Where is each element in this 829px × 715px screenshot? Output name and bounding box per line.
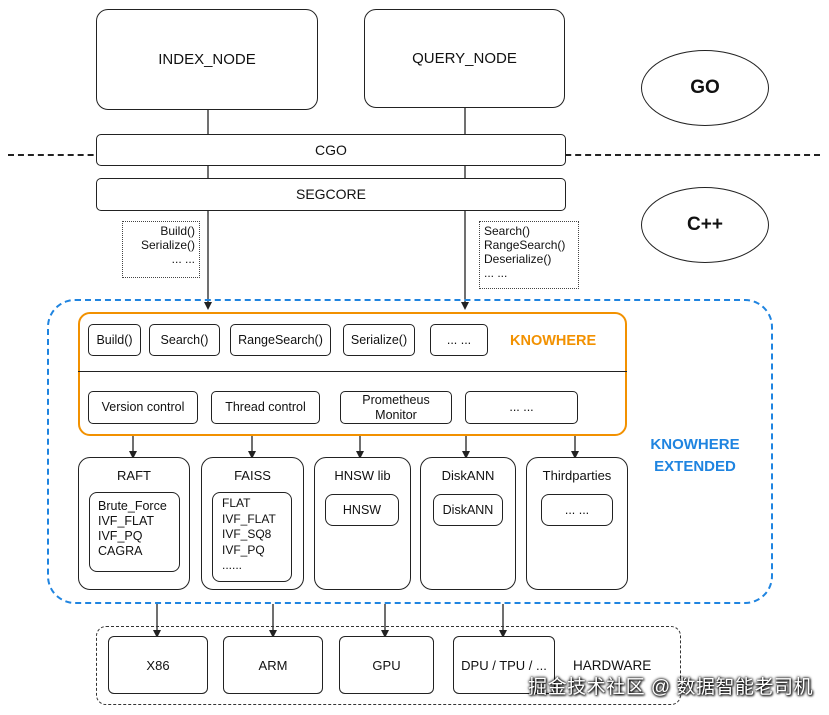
query-node-label: QUERY_NODE — [412, 49, 517, 67]
note-item: ... ... — [171, 252, 195, 266]
library-item: Brute_Force — [98, 499, 167, 513]
hardware-dpu-tpu: DPU / TPU / ... — [453, 636, 555, 694]
api-search: Search() — [149, 324, 220, 356]
service-prometheus-monitor: Prometheus Monitor — [340, 391, 452, 424]
library-raft-items: Brute_Force IVF_FLAT IVF_PQ CAGRA — [89, 492, 180, 572]
api-search-label: Search() — [160, 332, 209, 347]
index-node: INDEX_NODE — [96, 9, 318, 110]
api-more-label: ... ... — [446, 332, 472, 347]
api-serialize-label: Serialize() — [350, 332, 408, 347]
cpp-label: C++ — [687, 214, 723, 235]
cgo-label: CGO — [315, 141, 347, 158]
cpp-language-ellipse: C++ — [641, 187, 769, 263]
api-range-search-label: RangeSearch() — [238, 332, 323, 347]
knowhere-extended-label: KNOWHERE EXTENDED — [636, 434, 754, 478]
library-item: IVF_PQ — [98, 529, 143, 543]
library-hnswlib-title: HNSW lib — [334, 468, 391, 483]
library-item: ...... — [222, 558, 243, 572]
library-item: HNSW — [342, 502, 382, 517]
hardware-gpu: GPU — [339, 636, 434, 694]
index-calls-note: Build() Serialize() ... ... — [122, 221, 200, 278]
service-version-control: Version control — [88, 391, 198, 424]
library-faiss-items: FLAT IVF_FLAT IVF_SQ8 IVF_PQ ...... — [212, 492, 292, 582]
segcore-label: SEGCORE — [295, 186, 366, 203]
knowhere-extended-container — [47, 299, 773, 604]
cgo-layer: CGO — [96, 134, 566, 166]
segcore-layer: SEGCORE — [96, 178, 566, 211]
note-item: Serialize() — [140, 238, 195, 252]
go-label: GO — [690, 77, 720, 98]
knowhere-extended-line1: KNOWHERE — [650, 436, 740, 453]
watermark-text: 掘金技术社区 @ 数据智能老司机 — [528, 677, 813, 698]
hardware-container — [96, 626, 681, 705]
note-item: Build() — [160, 224, 195, 238]
library-hnswlib-items: HNSW — [325, 494, 399, 526]
index-node-label: INDEX_NODE — [158, 50, 256, 68]
go-language-ellipse: GO — [641, 50, 769, 126]
hardware-arm: ARM — [223, 636, 323, 694]
library-diskann: DiskANN DiskANN — [420, 457, 516, 590]
library-diskann-title: DiskANN — [441, 468, 495, 483]
library-thirdparties: Thirdparties ... ... — [526, 457, 628, 590]
service-thread-control-label: Thread control — [225, 400, 306, 415]
library-item: IVF_PQ — [222, 542, 265, 557]
knowhere-label: KNOWHERE — [510, 333, 597, 349]
hardware-arm-label: ARM — [258, 657, 288, 673]
note-item: Search() — [484, 224, 531, 238]
hardware-x86-label: X86 — [146, 657, 170, 673]
library-faiss: FAISS FLAT IVF_FLAT IVF_SQ8 IVF_PQ .....… — [201, 457, 304, 590]
library-item: ... ... — [564, 502, 590, 517]
library-hnswlib: HNSW lib HNSW — [314, 457, 411, 590]
service-prometheus-monitor-label: Prometheus Monitor — [362, 393, 430, 422]
library-thirdparties-items: ... ... — [541, 494, 613, 526]
api-range-search: RangeSearch() — [230, 324, 331, 356]
knowhere-divider — [78, 371, 627, 372]
note-item: RangeSearch() — [484, 238, 566, 252]
library-item: IVF_FLAT — [98, 514, 155, 528]
library-diskann-items: DiskANN — [433, 494, 503, 526]
api-serialize: Serialize() — [343, 324, 415, 356]
library-item: IVF_SQ8 — [222, 527, 272, 541]
library-item: FLAT — [222, 496, 251, 510]
note-item: Deserialize() — [484, 252, 552, 266]
hardware-gpu-label: GPU — [372, 657, 401, 673]
api-more: ... ... — [430, 324, 488, 356]
library-thirdparties-title: Thirdparties — [542, 468, 612, 483]
service-more-label: ... ... — [509, 400, 534, 415]
library-faiss-title: FAISS — [234, 468, 271, 483]
service-version-control-label: Version control — [101, 400, 185, 415]
service-thread-control: Thread control — [211, 391, 320, 424]
hardware-label: HARDWARE — [573, 658, 652, 673]
note-item: ... ... — [484, 266, 508, 280]
api-build-label: Build() — [96, 332, 133, 347]
library-item: DiskANN — [442, 502, 494, 517]
query-calls-note: Search() RangeSearch() Deserialize() ...… — [479, 221, 579, 289]
service-more: ... ... — [465, 391, 578, 424]
hardware-x86: X86 — [108, 636, 208, 694]
library-raft-title: RAFT — [117, 468, 151, 483]
knowhere-extended-line2: EXTENDED — [654, 458, 736, 475]
api-build: Build() — [88, 324, 141, 356]
query-node: QUERY_NODE — [364, 9, 565, 108]
library-item: CAGRA — [98, 544, 143, 558]
library-item: IVF_FLAT — [222, 511, 276, 526]
library-raft: RAFT Brute_Force IVF_FLAT IVF_PQ CAGRA — [78, 457, 190, 590]
hardware-dpu-tpu-label: DPU / TPU / ... — [461, 657, 547, 673]
